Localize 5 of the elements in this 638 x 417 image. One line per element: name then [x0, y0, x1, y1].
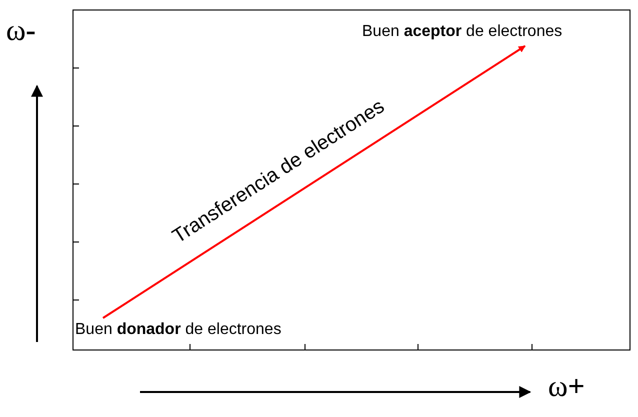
- axis-label: ω+: [548, 372, 585, 402]
- node-text: Buen donador de electrones: [75, 320, 282, 340]
- arrow: [102, 45, 526, 319]
- axis-label: ω-: [6, 16, 36, 46]
- node-text: Buen aceptor de electrones: [362, 22, 562, 42]
